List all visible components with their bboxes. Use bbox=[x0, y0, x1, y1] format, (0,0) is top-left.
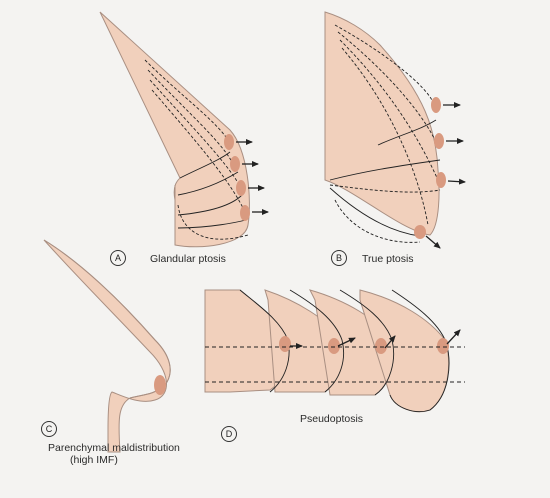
panel-d-nipple-1 bbox=[279, 336, 291, 352]
panel-a-droop bbox=[177, 204, 249, 240]
panel-a-nipple-2 bbox=[230, 156, 240, 172]
panel-d-nipple-3 bbox=[375, 338, 387, 354]
panel-b-body bbox=[324, 11, 440, 236]
panel-b-nipple-1 bbox=[431, 97, 441, 113]
panel-b-outline-1 bbox=[377, 119, 437, 146]
panel-a-outline-1 bbox=[179, 151, 231, 179]
panel-d-nipple-2 bbox=[328, 338, 340, 354]
panel-b-outline-3 bbox=[329, 184, 441, 193]
panel-b-nipple-2 bbox=[434, 133, 444, 149]
panel-d-outline-4 bbox=[389, 289, 450, 413]
panel-a-nipple-1 bbox=[224, 134, 234, 150]
panel-d-caption: Pseudoptosis bbox=[300, 413, 364, 425]
panel-b-contour-2 bbox=[337, 31, 436, 141]
panel-b-nipple-4 bbox=[414, 225, 426, 239]
panel-d-figure bbox=[204, 289, 465, 413]
panel-c-caption: Parenchymal maldistribution bbox=[48, 442, 180, 454]
panel-b-caption: True ptosis bbox=[362, 253, 414, 265]
panel-d-arrow-4 bbox=[446, 329, 461, 345]
panel-a-nipple-3 bbox=[236, 180, 246, 196]
panel-a-contour-3 bbox=[149, 79, 241, 187]
panel-b-contour-3 bbox=[339, 39, 439, 181]
panel-b-droop bbox=[334, 199, 421, 243]
panel-c-outline bbox=[43, 239, 171, 399]
panel-b-contour-1 bbox=[334, 24, 433, 101]
panel-a-outline-2 bbox=[177, 171, 239, 196]
panel-c-letter: C bbox=[41, 421, 57, 437]
panel-a-contour-4 bbox=[151, 89, 246, 213]
panel-b-outline-2 bbox=[329, 159, 441, 181]
panel-d-arrow-3 bbox=[384, 335, 396, 349]
panel-b-outline-4 bbox=[329, 187, 421, 237]
panel-b-arrow-3 bbox=[447, 178, 466, 185]
panel-a-caption: Glandular ptosis bbox=[150, 253, 226, 265]
panel-d-arrow-2 bbox=[337, 337, 356, 347]
panel-d-nipple-4 bbox=[437, 338, 449, 354]
panel-b-contour-4 bbox=[341, 47, 429, 226]
panel-a-outline-3 bbox=[177, 194, 243, 216]
panel-b-letter: B bbox=[331, 250, 347, 266]
panel-d-letter: D bbox=[221, 426, 237, 442]
panel-b-figure bbox=[324, 11, 466, 249]
panel-c-body bbox=[43, 239, 171, 453]
panel-c-caption-2: (high IMF) bbox=[70, 454, 118, 466]
panel-a-letter: A bbox=[110, 250, 126, 266]
panel-c-nipple bbox=[154, 375, 166, 395]
panel-d-outline-2 bbox=[289, 289, 345, 393]
panel-c-figure bbox=[43, 239, 171, 453]
panel-b-nipple-3 bbox=[436, 172, 446, 188]
panel-b-arrow-4 bbox=[425, 235, 441, 249]
panel-a-figure bbox=[99, 11, 269, 248]
panel-a-nipple-4 bbox=[240, 205, 250, 221]
panel-a-contour-1 bbox=[144, 59, 229, 141]
panel-a-outline-4 bbox=[177, 219, 247, 229]
